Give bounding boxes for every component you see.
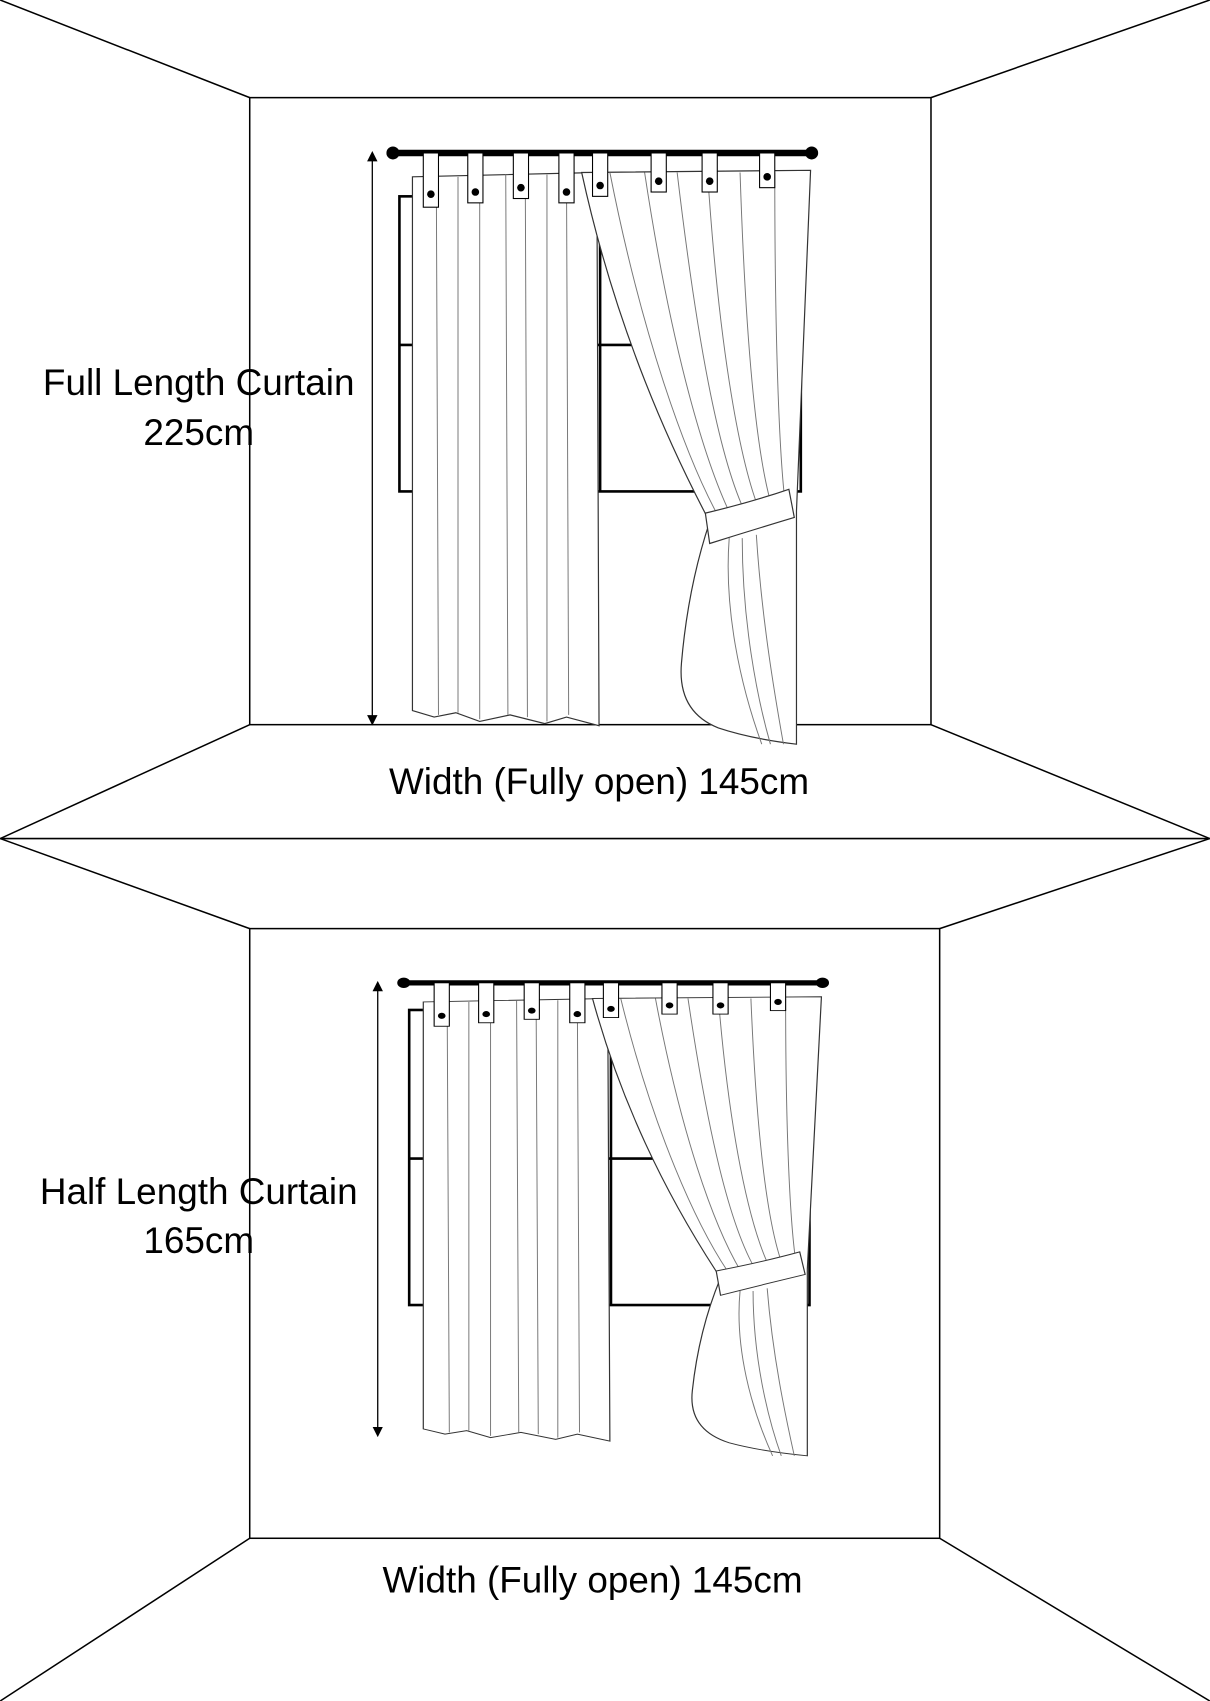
diagram-title-line1: Full Length Curtain xyxy=(43,362,355,403)
diagram-length: 165cm xyxy=(143,1220,254,1261)
full-length-curtain xyxy=(386,146,818,744)
diagram-title-line1: Half Length Curtain xyxy=(40,1171,358,1212)
diagram-length: 225cm xyxy=(143,412,254,453)
half-length-room: Half Length Curtain 165cm Width (Fully o… xyxy=(0,837,1210,1701)
half-length-curtain xyxy=(397,978,829,1456)
full-length-room: Full Length Curtain 225cm Width (Fully o… xyxy=(0,0,1210,840)
width-label: Width (Fully open) 145cm xyxy=(382,1560,802,1601)
width-label: Width (Fully open) 145cm xyxy=(389,761,809,802)
